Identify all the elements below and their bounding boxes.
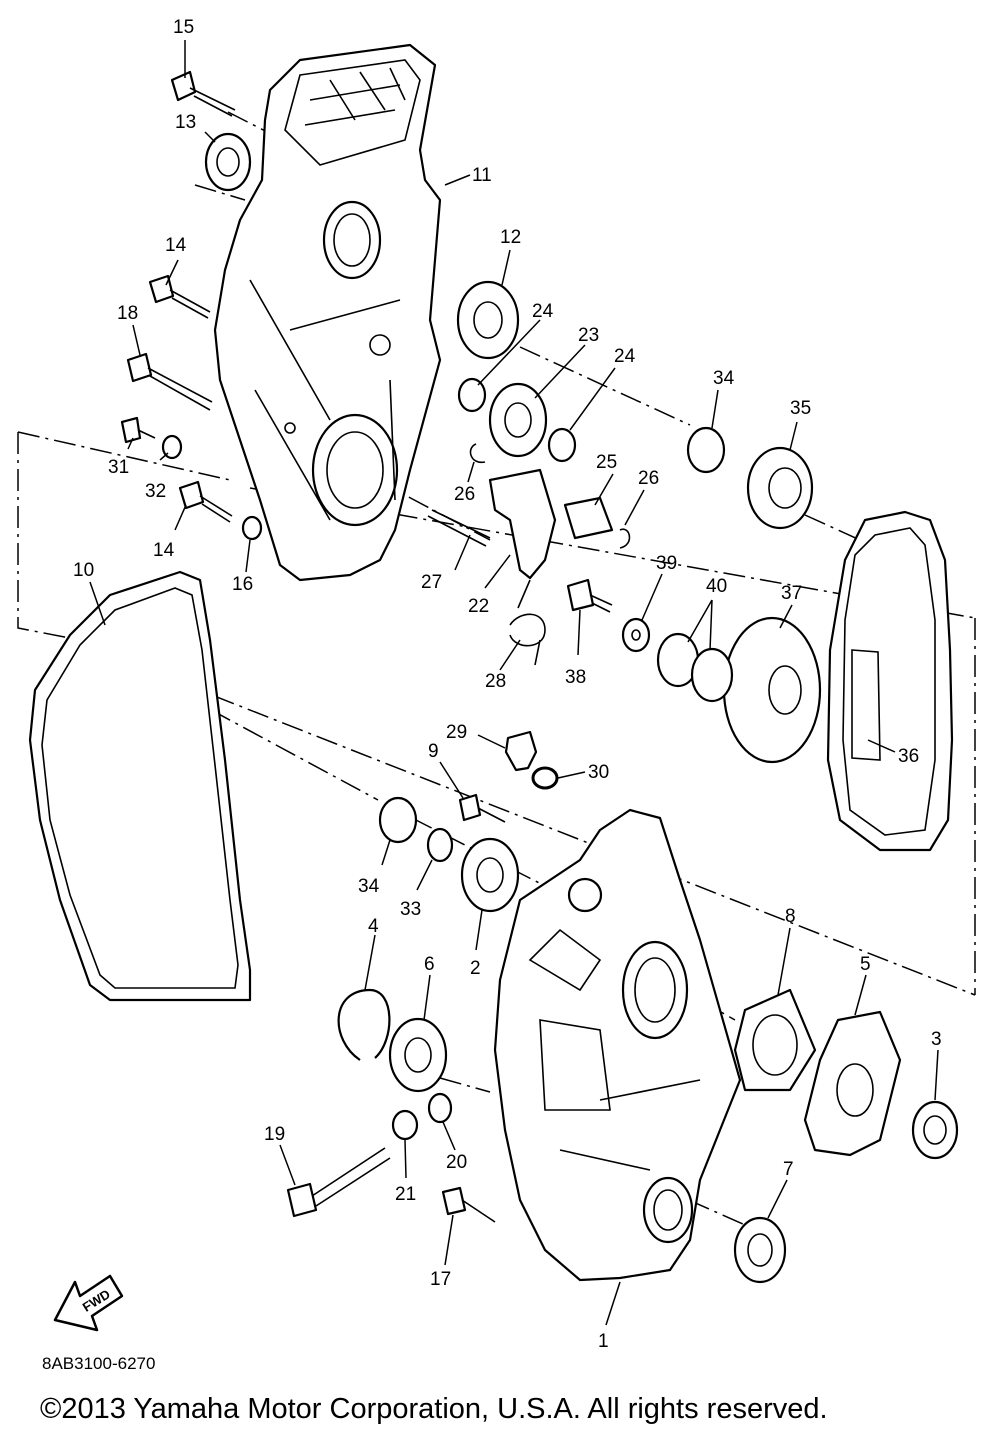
callout-38: 38: [565, 667, 586, 688]
washer-24: [457, 377, 577, 463]
nut-21: [391, 1109, 419, 1141]
washer-20: [427, 1092, 453, 1124]
callout-12: 12: [500, 227, 521, 248]
callout-27: 27: [421, 572, 442, 593]
callout-15: 15: [173, 17, 194, 38]
bearing-6: [388, 1017, 448, 1093]
gear-sprocket-37: [722, 616, 822, 764]
circlip-4: [337, 988, 391, 1061]
plug-29: [504, 730, 538, 772]
callout-39: 39: [656, 553, 677, 574]
callout-36: 36: [898, 746, 919, 767]
callout-1: 1: [598, 1331, 609, 1352]
callout-40: 40: [706, 576, 727, 597]
callout-22: 22: [468, 596, 489, 617]
callout-11: 11: [472, 165, 492, 186]
washer-39: [621, 617, 651, 653]
bearing-23: [488, 382, 548, 458]
gear-sprocket-35: [746, 446, 814, 530]
callout-24: 24: [532, 301, 554, 322]
gasket-8: [733, 988, 817, 1092]
callout-6: 6: [424, 954, 435, 975]
callout-18: 18: [117, 303, 138, 324]
callout-14b: 14: [153, 540, 175, 561]
callout-numbers: 15 13 11 14 12 18 24 23 24 34 35 31 32 2…: [73, 17, 942, 1352]
washer-16: [241, 515, 263, 541]
bolt-18: [126, 352, 213, 411]
bolt-31: [120, 416, 156, 444]
callout-21: 21: [395, 1184, 416, 1205]
lower-chain-case: [493, 808, 742, 1282]
callout-19: 19: [264, 1124, 285, 1145]
callout-13: 13: [175, 112, 196, 133]
drive-chain: [826, 510, 954, 852]
leader-lines: [89, 40, 939, 1326]
washer-33: [426, 827, 454, 863]
callout-2: 2: [470, 958, 481, 979]
bolt-38: [566, 578, 613, 613]
gasket: [28, 570, 252, 1002]
bolt-19: [286, 1147, 391, 1218]
cover-plate-5: [803, 1010, 902, 1157]
callout-29: 29: [446, 722, 467, 743]
clip-26: [469, 443, 631, 549]
callout-5: 5: [860, 954, 871, 975]
callout-26: 26: [454, 484, 475, 505]
callout-32: 32: [145, 481, 166, 502]
spring-28: [509, 579, 546, 666]
callout-9: 9: [428, 741, 439, 762]
callout-20: 20: [446, 1152, 467, 1173]
collar-34-lower: [378, 796, 418, 844]
bolt-15: [170, 70, 236, 117]
upper-chain-case-cover: [213, 43, 442, 582]
callout-37: 37: [781, 583, 802, 604]
callout-24b: 24: [614, 346, 636, 367]
bolt-9: [458, 793, 506, 823]
bolt-17: [441, 1186, 496, 1223]
bolt-14-lower: [178, 480, 233, 523]
callout-34: 34: [713, 368, 735, 389]
callout-35: 35: [790, 398, 811, 419]
callout-4: 4: [368, 916, 379, 937]
pin-27: [427, 509, 491, 547]
copyright-notice: ©2013 Yamaha Motor Corporation, U.S.A. A…: [40, 1393, 828, 1425]
bearing-12: [456, 280, 520, 360]
oil-seal-13: [204, 132, 252, 192]
forward-direction-badge: FWD: [53, 1274, 124, 1332]
callout-16: 16: [232, 574, 253, 595]
washer-40: [656, 632, 734, 703]
callout-17: 17: [430, 1269, 451, 1290]
callout-34b: 34: [358, 876, 380, 897]
bearing-2: [460, 837, 520, 913]
bolt-14-upper: [148, 274, 211, 319]
callout-28: 28: [485, 671, 506, 692]
callout-30: 30: [588, 762, 609, 783]
callout-31: 31: [108, 457, 129, 478]
callout-33: 33: [400, 899, 421, 920]
o-ring-30: [531, 766, 559, 790]
callout-10: 10: [73, 560, 94, 581]
callout-8: 8: [785, 906, 796, 927]
collar-34-upper: [686, 426, 726, 474]
callout-3: 3: [931, 1029, 942, 1050]
diagram-code: 8AB3100-6270: [42, 1354, 156, 1373]
shaft-25: [563, 496, 614, 540]
callout-26b: 26: [638, 468, 659, 489]
lever-22: [488, 468, 557, 580]
callout-14: 14: [165, 235, 187, 256]
callout-23: 23: [578, 325, 599, 346]
callout-7: 7: [783, 1159, 794, 1180]
oil-seal-3: [911, 1100, 959, 1160]
oil-seal-7: [733, 1216, 787, 1284]
callout-25: 25: [596, 452, 617, 473]
